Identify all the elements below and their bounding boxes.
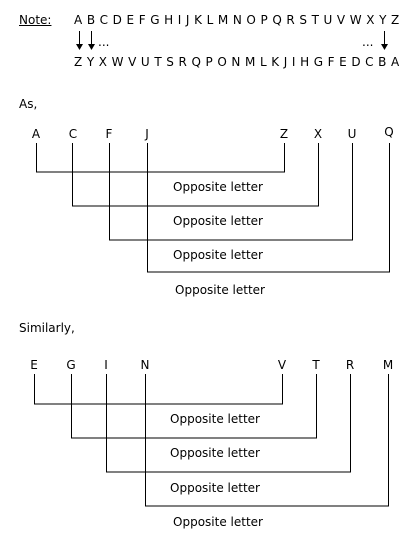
example2-right-letter-4: M — [382, 358, 394, 372]
arrow-b-head — [88, 44, 95, 50]
section-similarly-label: Similarly, — [19, 321, 75, 335]
arrow-a-head — [76, 44, 83, 50]
section-as-label: As, — [19, 97, 38, 111]
example2-opposite-label-4: Opposite letter — [173, 515, 263, 529]
example1-right-letter-2: X — [313, 127, 323, 141]
example1-left-letter-4: J — [145, 127, 149, 141]
example2-opposite-label-2: Opposite letter — [170, 446, 260, 460]
example2-left-letter-2: G — [66, 358, 76, 372]
example2-bracket-4 — [145, 374, 389, 507]
example1-opposite-label-4: Opposite letter — [175, 283, 265, 297]
example1-right-letter-4: Q — [384, 125, 394, 139]
example1-bracket-1 — [36, 143, 285, 173]
example1-bracket-4 — [147, 143, 390, 273]
reversed-alphabet-row: Z Y X W V U T S R Q P O N M L K J I H G … — [74, 55, 400, 69]
example2-bracket-1 — [34, 374, 283, 405]
example2-opposite-label-1: Opposite letter — [170, 412, 260, 426]
arrow-z-head — [381, 44, 388, 50]
example2-bracket-2 — [71, 374, 317, 439]
example2-right-letter-2: T — [312, 358, 320, 372]
alphabet-row: A B C D E F G H I J K L M N O P Q R S T … — [74, 13, 400, 27]
example2-opposite-label-3: Opposite letter — [170, 481, 260, 495]
example1-left-letter-3: F — [105, 127, 113, 141]
example1-bracket-2 — [72, 143, 319, 207]
example2-right-letter-1: V — [277, 358, 287, 372]
example1-right-letter-3: U — [347, 127, 357, 141]
example2-left-letter-1: E — [30, 358, 38, 372]
example1-left-letter-2: C — [68, 127, 78, 141]
example1-bracket-3 — [109, 143, 353, 241]
example2-left-letter-3: I — [104, 358, 108, 372]
example2-left-letter-4: N — [140, 358, 150, 372]
example2-bracket-3 — [106, 374, 351, 473]
example1-opposite-label-1: Opposite letter — [173, 180, 263, 194]
example1-left-letter-1: A — [31, 127, 41, 141]
dots-left: ... — [98, 35, 110, 49]
note-label: Note: — [19, 13, 52, 27]
dots-right: ... — [362, 35, 374, 49]
example1-right-letter-1: Z — [279, 127, 289, 141]
example2-right-letter-3: R — [345, 358, 355, 372]
example1-opposite-label-3: Opposite letter — [173, 248, 263, 262]
example1-opposite-label-2: Opposite letter — [173, 214, 263, 228]
